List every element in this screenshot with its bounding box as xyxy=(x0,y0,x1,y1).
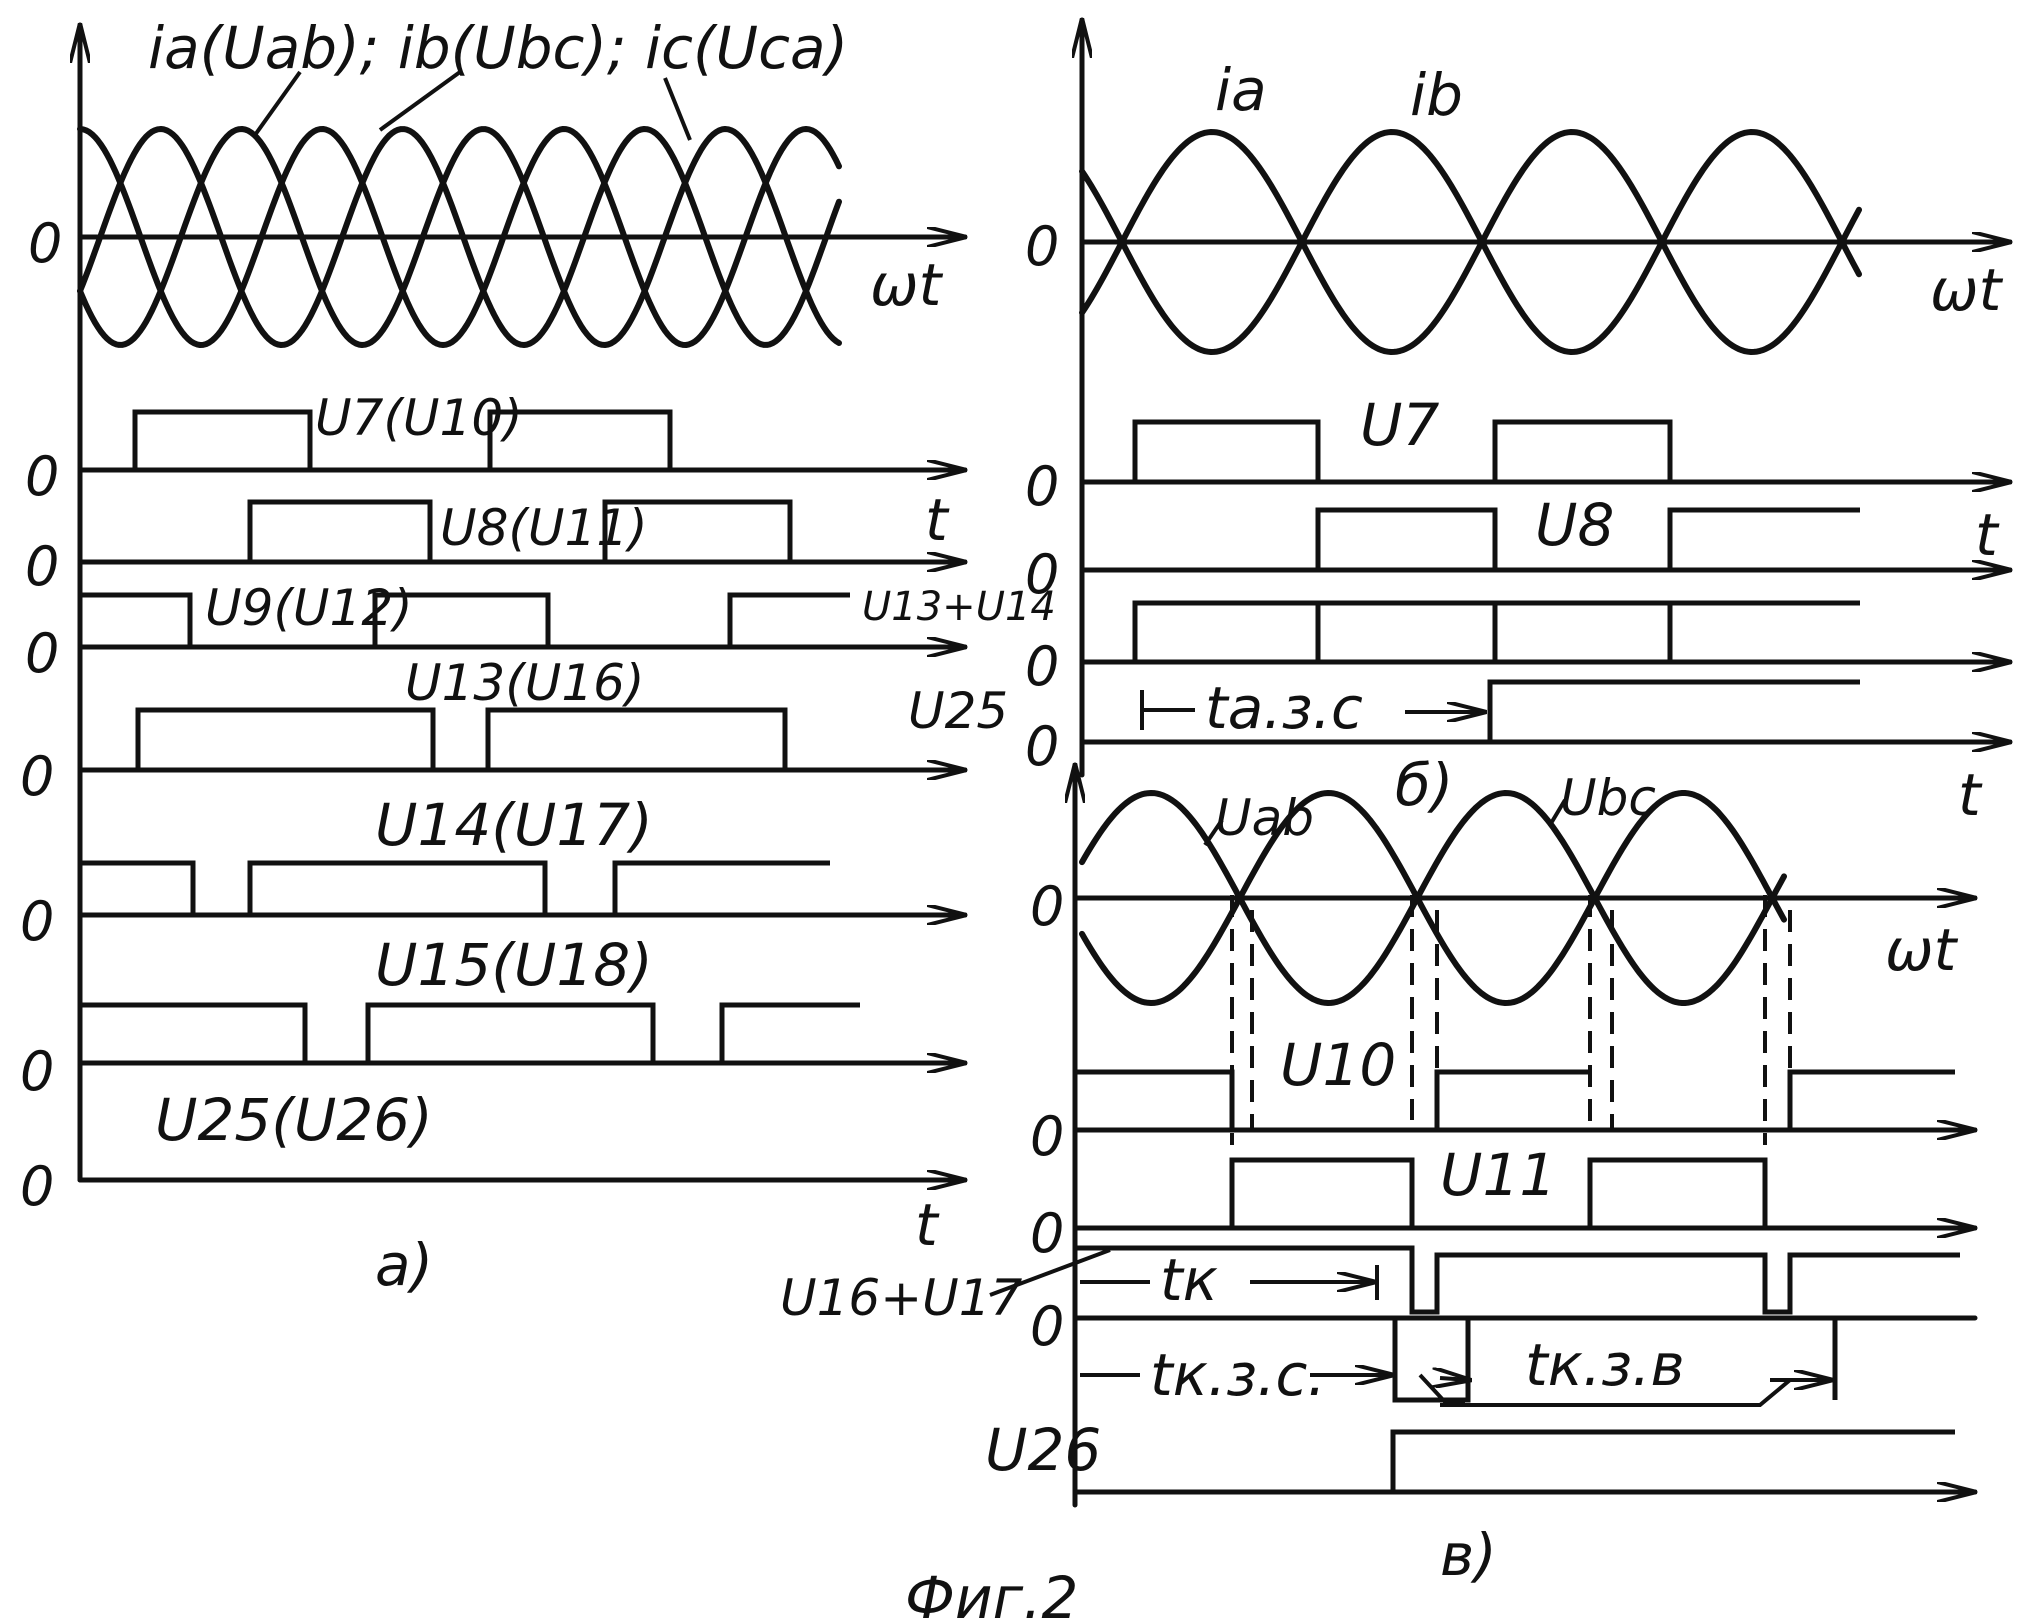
panel-v-voltage-waves xyxy=(1079,790,1787,1006)
a-u15-label: U15(U18) xyxy=(375,931,653,999)
b-t-azs-label: tа.з.с xyxy=(1205,674,1363,742)
b-u7-zero: 0 xyxy=(1025,455,1059,518)
panel-b-zero: 0 xyxy=(1025,215,1059,278)
v-u10-pulse-1 xyxy=(1075,1069,1590,1133)
a-u14-zero: 0 xyxy=(20,890,54,953)
a-u13-label: U13(U16) xyxy=(405,654,644,712)
tkzv-dim-line xyxy=(1440,1378,1792,1407)
b-u13-14-pulses xyxy=(1082,600,1860,665)
a-u25-t-label: t xyxy=(915,1191,940,1259)
panel-b-ia-label: iа xyxy=(1215,56,1267,124)
tk-label: tк xyxy=(1160,1246,1218,1314)
b-u8-label: U8 xyxy=(1535,491,1614,559)
panel-a-wave-ia xyxy=(77,126,842,348)
v-u11-pulses xyxy=(1075,1157,1768,1231)
v-u11-zero: 0 xyxy=(1030,1202,1064,1265)
panel-v-ubc-label: Ubc xyxy=(1560,769,1656,827)
panel-v-wave-uab xyxy=(1079,790,1787,1006)
panel-a-omega-t-label: ωt xyxy=(870,251,944,319)
a-u15-zero: 0 xyxy=(20,1040,54,1103)
panel-a-current-label: iа(Uаb); ib(Ubc); ic(Uca) xyxy=(148,14,848,82)
a-u7-pulses xyxy=(80,409,673,473)
v-u10-label: U10 xyxy=(1280,1031,1396,1099)
panel-b-current-waves xyxy=(1079,129,1862,355)
a-u9-label: U9(U12) xyxy=(205,579,413,637)
a-u25-zero: 0 xyxy=(20,1155,54,1218)
b-u13-14-zero: 0 xyxy=(1025,635,1059,698)
b-u8-pulses xyxy=(1082,507,1860,573)
v-u16-17-label: U16+U17 xyxy=(780,1269,1023,1327)
a-u13-14-side-label: U13+U14 xyxy=(862,584,1056,630)
a-u7-t-label: t xyxy=(925,486,950,554)
v-u16-17-upper xyxy=(1075,1245,1960,1315)
panel-v-zero: 0 xyxy=(1030,875,1064,938)
a-u25-side-label: U25 xyxy=(908,682,1008,740)
panel-a-zero-label: 0 xyxy=(28,212,62,275)
a-u14-pulses xyxy=(80,860,830,918)
panel-a: 0 ωt iа(Uаb); ib(Ubc); ic(Uca) 0 U7(U10)… xyxy=(20,14,1056,1299)
panel-b: 0 ωt iа ib 0 U7 t 0 U8 0 tа.з.с 0 t б) xyxy=(1025,17,2013,829)
tkzs-label: tк.з.с. xyxy=(1150,1341,1326,1409)
figure-title: Фиг.2 xyxy=(905,1564,1078,1622)
panel-v-caption: в) xyxy=(1440,1521,1497,1589)
a-u13-zero: 0 xyxy=(20,745,54,808)
tkzv-dim-start-arrow xyxy=(1440,1378,1470,1380)
a-u8-pulses xyxy=(80,499,793,565)
panel-a-current-waves xyxy=(77,126,842,348)
b-u25-step xyxy=(1082,679,1860,745)
panel-b-omega-t-label: ωt xyxy=(1930,256,2004,324)
a-u15-pulses xyxy=(80,1002,860,1066)
b-u7-pulses xyxy=(1082,419,1673,485)
a-u13-pulses xyxy=(80,707,788,773)
panel-v-wave-ubc xyxy=(1079,790,1787,1006)
v-u16-17-zero: 0 xyxy=(1030,1295,1064,1358)
leader-ubc xyxy=(1548,798,1567,827)
panel-a-caption: а) xyxy=(375,1231,433,1299)
b-u25-t-label: t xyxy=(1958,761,1983,829)
a-u8-label: U8(U11) xyxy=(440,499,648,557)
tkzv-label: tк.з.в xyxy=(1525,1331,1685,1399)
a-u7-label: U7(U10) xyxy=(315,389,523,447)
b-u7-label: U7 xyxy=(1360,391,1439,459)
v-u11-label: U11 xyxy=(1440,1141,1556,1209)
panel-a-wave-ib xyxy=(77,126,842,348)
b-u7-t-label: t xyxy=(1975,501,2000,569)
leader-u16-17 xyxy=(989,1248,1111,1297)
panel-b-wave-ib xyxy=(1079,129,1862,355)
v-u26-label: U26 xyxy=(985,1416,1101,1484)
panel-b-ib-label: ib xyxy=(1410,61,1463,129)
panel-v-uab-label: Uаb xyxy=(1215,789,1314,847)
panel-b-caption: б) xyxy=(1395,751,1453,819)
leader-uab xyxy=(1203,818,1224,847)
v-u26-step xyxy=(1075,1429,1955,1495)
v-u16-17-lower xyxy=(1075,1315,1838,1403)
a-u25-label: U25(U26) xyxy=(155,1086,433,1154)
a-u7-zero: 0 xyxy=(25,445,59,508)
a-u14-label: U14(U17) xyxy=(375,791,653,859)
b-u25-zero: 0 xyxy=(1025,715,1059,778)
v-u10-pulse-2 xyxy=(1787,1069,1955,1130)
panel-a-wave-ic xyxy=(77,126,842,348)
leader-ic xyxy=(663,77,692,141)
a-u8-zero: 0 xyxy=(25,535,59,598)
panel-v-omega-t-label: ωt xyxy=(1885,916,1959,984)
leader-ia xyxy=(253,70,302,137)
leader-ib xyxy=(378,70,462,132)
a-u9-pulses xyxy=(80,592,850,650)
b-u8-zero: 0 xyxy=(1025,543,1059,606)
v-u10-zero: 0 xyxy=(1030,1105,1064,1168)
panel-v: 0 ωt Uаb Ubc 0 U10 0 U11 U16+U17 0 xyxy=(780,762,1978,1589)
panel-b-wave-ia xyxy=(1079,129,1862,355)
a-u9-zero: 0 xyxy=(25,622,59,685)
tkzv-dim-left xyxy=(1418,1373,1465,1404)
